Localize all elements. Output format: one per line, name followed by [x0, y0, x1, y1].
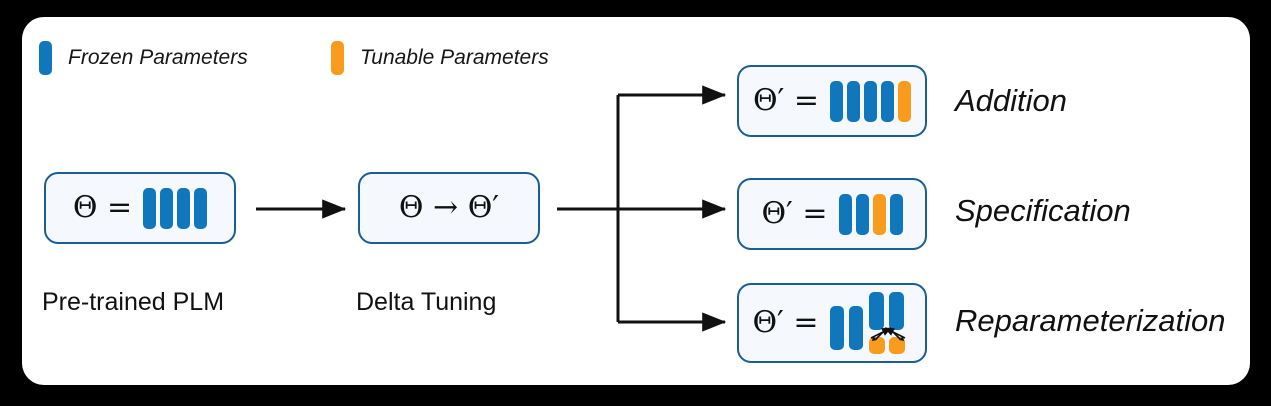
tunable-parameter-block: [868, 337, 885, 354]
frozen-parameter-bar: [830, 80, 844, 122]
reparameterization-formula: Θ′ =: [752, 305, 819, 340]
caption-delta-tuning: Delta Tuning: [356, 288, 497, 316]
legend-item-frozen: Frozen Parameters: [39, 41, 248, 75]
frozen-parameter-bar: [847, 80, 861, 122]
frozen-parameter-bar: [881, 80, 895, 122]
frozen-parameter-bar: [194, 187, 208, 229]
legend-item-tunable: Tunable Parameters: [331, 41, 549, 75]
plm-formula: Θ =: [72, 190, 133, 225]
frozen-parameter-bar: [864, 80, 878, 122]
frozen-color-swatch-icon: [39, 41, 52, 75]
crossing-arrows-icon: [870, 327, 905, 341]
frozen-parameter-bar: [838, 193, 852, 235]
tunable-parameter-bar: [898, 80, 912, 122]
addition-box: Θ′ =: [737, 65, 927, 137]
reparameterization-parameter-bars: [829, 292, 912, 354]
frozen-parameter-bar-raised: [868, 292, 884, 330]
label-reparameterization: Reparameterization: [955, 303, 1226, 338]
label-addition: Addition: [955, 83, 1068, 118]
frozen-parameter-bar-raised: [888, 292, 904, 330]
addition-parameter-bars: [830, 80, 912, 122]
tunable-parameter-bar: [872, 193, 886, 235]
legend-label-tunable: Tunable Parameters: [360, 46, 549, 69]
legend-label-frozen: Frozen Parameters: [68, 46, 248, 69]
frozen-parameter-bar: [855, 193, 869, 235]
reparameterization-box: Θ′ =: [737, 283, 927, 363]
specification-box: Θ′ =: [737, 178, 927, 250]
frozen-parameter-bar: [829, 306, 844, 350]
frozen-parameter-bar: [889, 193, 903, 235]
tunable-color-swatch-icon: [331, 41, 344, 75]
delta-formula: Θ → Θ′: [398, 190, 500, 225]
frozen-parameter-bar: [177, 187, 191, 229]
plm-parameter-bars: [143, 187, 208, 229]
caption-pretrained-plm: Pre-trained PLM: [42, 288, 225, 316]
specification-formula: Θ′ =: [761, 196, 828, 231]
label-specification: Specification: [955, 193, 1131, 228]
delta-tuning-box: Θ → Θ′: [358, 172, 540, 244]
tunable-parameter-block: [888, 337, 905, 354]
frozen-parameter-bar: [143, 187, 157, 229]
specification-parameter-bars: [838, 193, 903, 235]
addition-formula: Θ′ =: [752, 83, 820, 118]
pretrained-plm-box: Θ =: [44, 172, 236, 244]
frozen-parameter-bar: [160, 187, 174, 229]
frozen-parameter-bar: [848, 306, 863, 350]
